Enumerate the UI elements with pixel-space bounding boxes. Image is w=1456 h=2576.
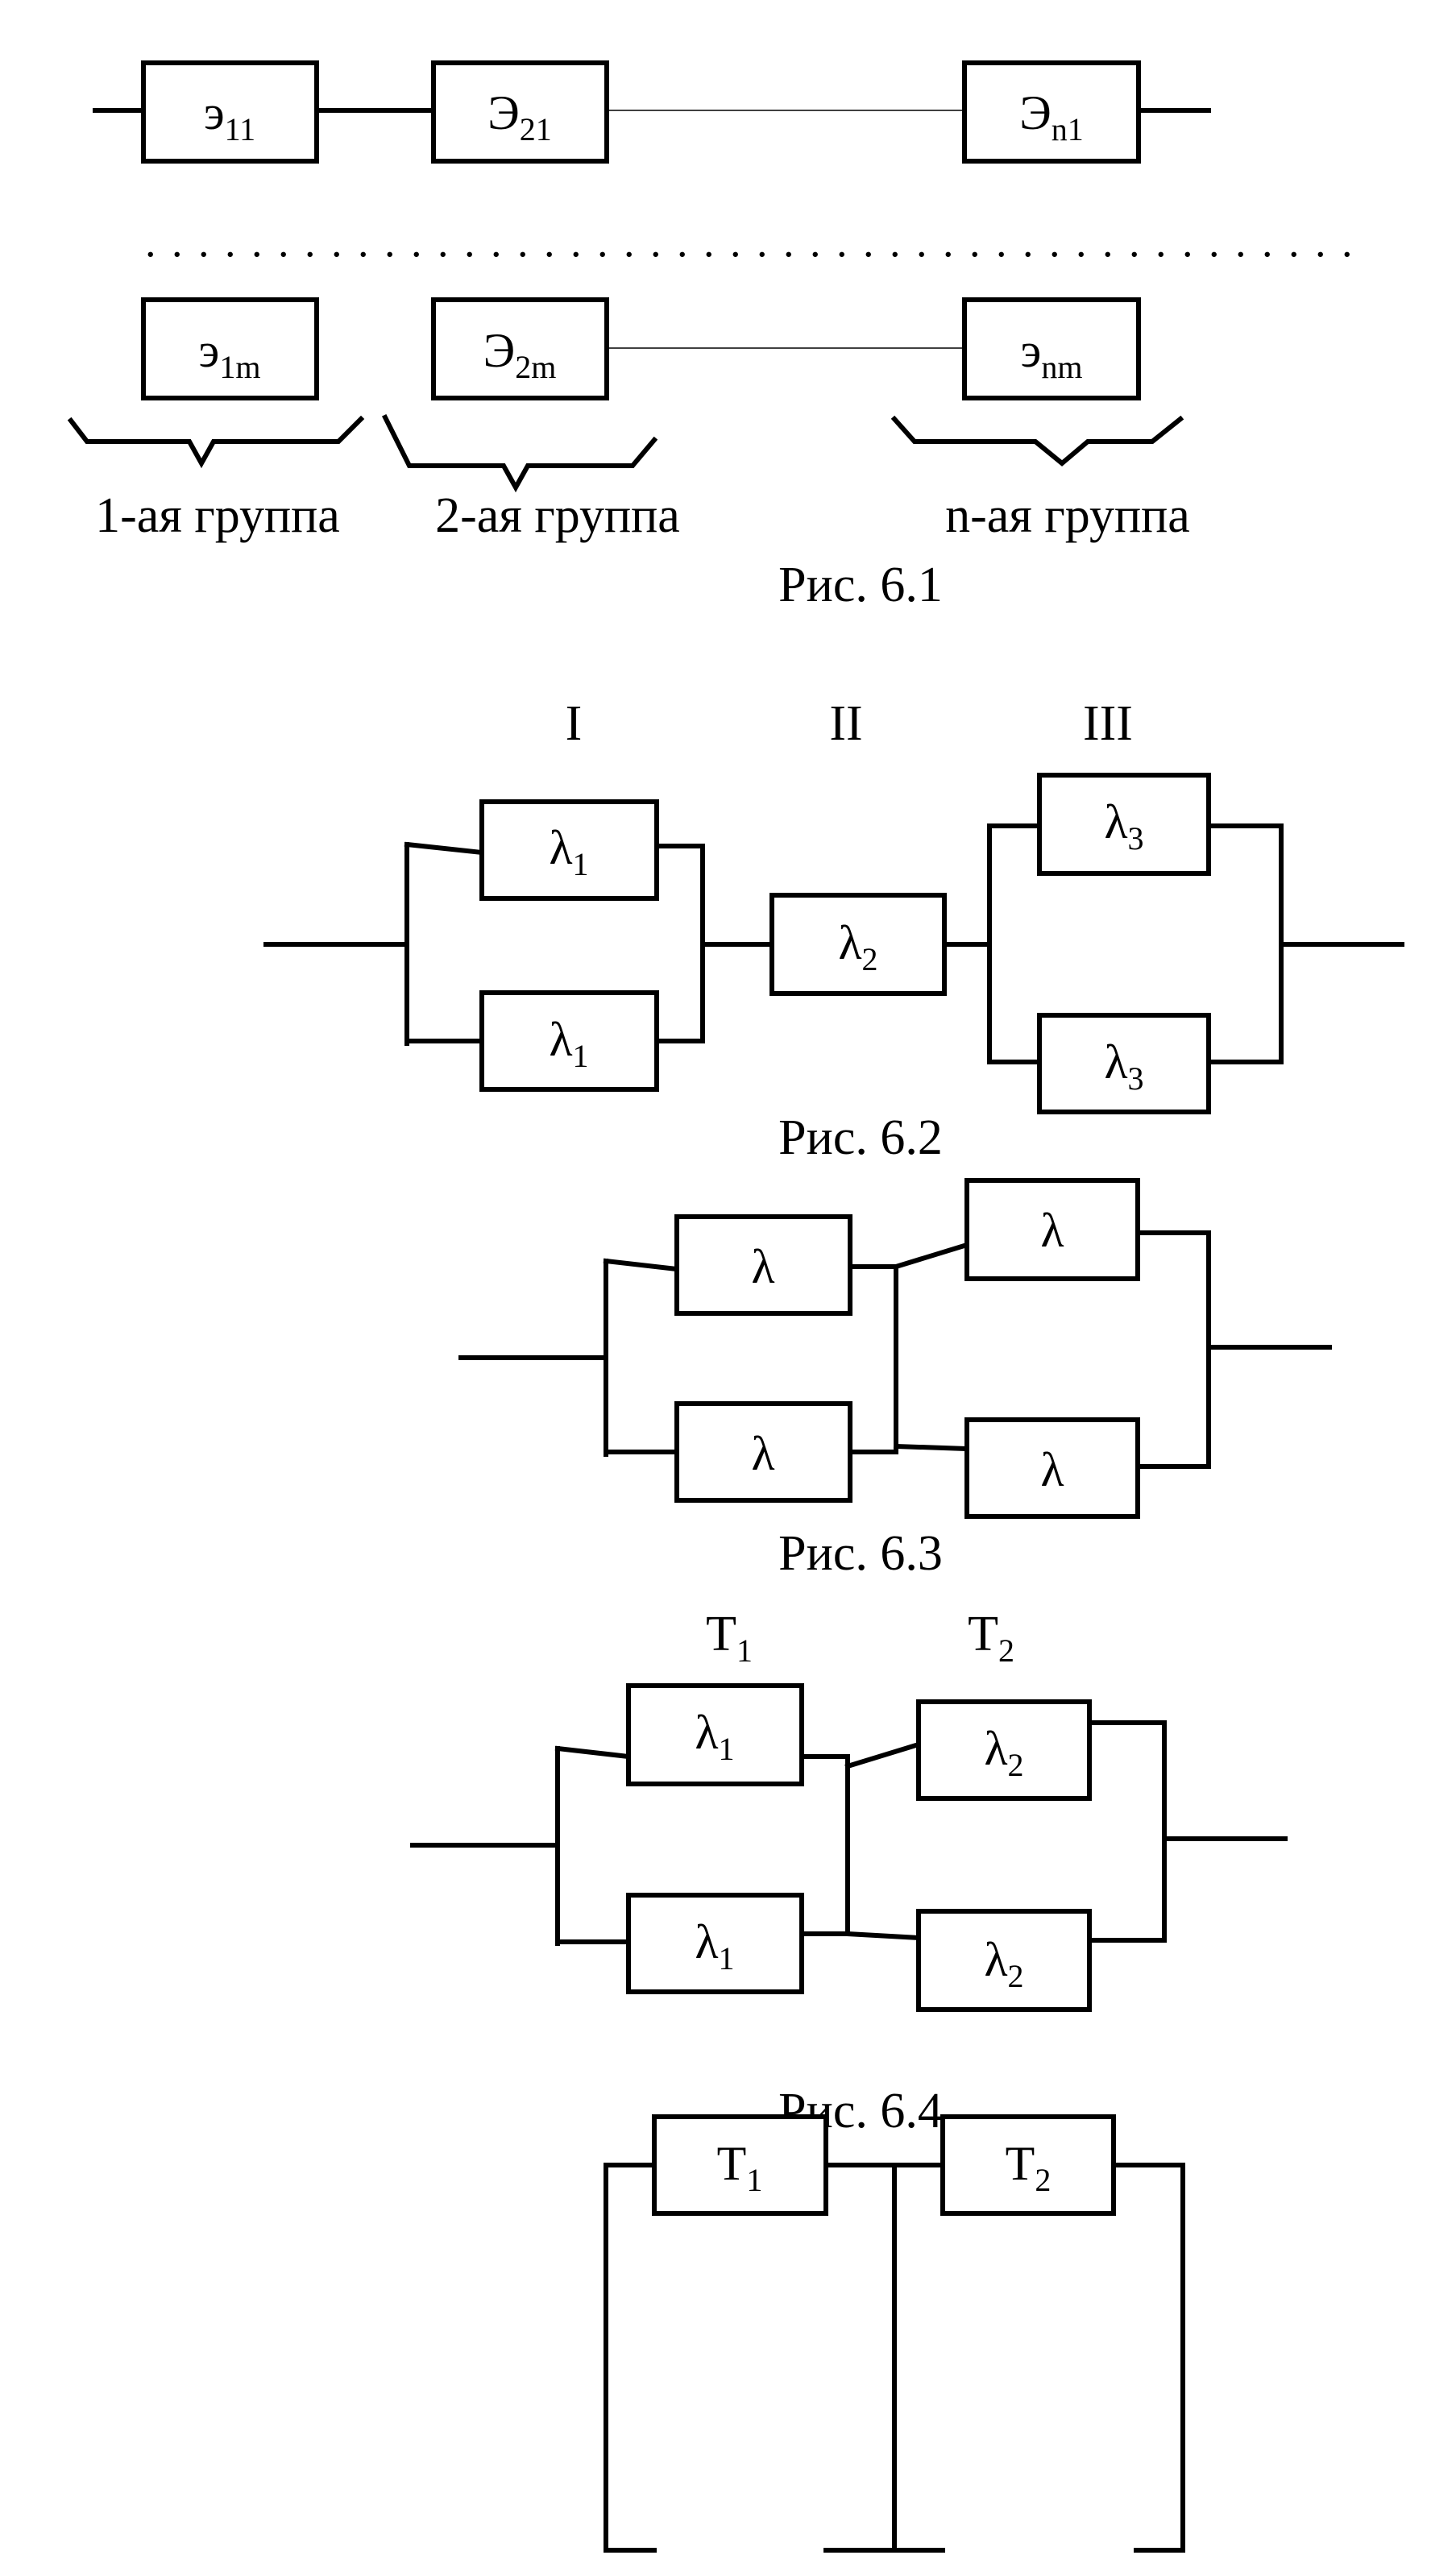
lambda-box-1 (674, 1214, 852, 1316)
lambda3-lower-label: λ3 (1104, 1035, 1143, 1097)
t2-box (940, 2114, 1116, 2216)
lambda-label-2: λ (751, 1427, 774, 1480)
element-box-21 (431, 60, 609, 164)
element-label-21: Э21 (487, 86, 552, 147)
element-box-n1 (962, 60, 1141, 164)
element-label-nm: эnm (1021, 324, 1083, 385)
figure-6-4: T1 T2 λ1 λ1 λ2 λ2 Рис. 6.4 (410, 1607, 1288, 2138)
element-label-2m: Э2m (483, 324, 557, 385)
t1-box (652, 2114, 828, 2216)
lambda3-upper-label: λ3 (1104, 795, 1143, 857)
t1-lambda1-lower-label: λ1 (695, 1915, 734, 1977)
t1-lambda1-lower-box (626, 1893, 804, 1994)
lambda2-label: λ2 (838, 916, 877, 977)
element-box-2m (431, 297, 609, 400)
t2-box-label: T2 (1006, 2137, 1052, 2198)
section-label-2: II (829, 696, 862, 751)
group-label-n: n-ая группа (945, 488, 1190, 543)
element-label-11: э11 (204, 86, 255, 147)
section-label-1: I (566, 696, 583, 751)
element-box-11 (141, 60, 319, 164)
lambda-label-1: λ (751, 1240, 774, 1293)
lambda-label-3: λ (1040, 1204, 1064, 1257)
group-brace-n (890, 415, 1184, 467)
section-label-t1: T1 (706, 1607, 753, 1669)
figure-caption-6-3: Рис. 6.3 (778, 1526, 943, 1581)
t1-box-label: T1 (717, 2137, 763, 2198)
t2-lambda2-upper-label: λ2 (984, 1722, 1023, 1783)
lambda1-upper-label: λ1 (549, 821, 588, 882)
lambda-label-4: λ (1040, 1443, 1064, 1496)
element-box-1m (141, 297, 319, 400)
group-label-1: 1-ая группа (95, 488, 340, 543)
figure-caption-6-1: Рис. 6.1 (778, 558, 943, 612)
group-brace-2 (381, 413, 658, 493)
element-label-n1: Эn1 (1019, 86, 1084, 147)
figure-6-3: λ λ λ λ Рис. 6.3 (458, 1178, 1332, 1581)
t2-lambda2-lower-box (916, 1909, 1092, 2012)
lambda3-upper-box (1037, 773, 1211, 876)
lambda-box-2 (674, 1401, 852, 1503)
t2-lambda2-lower-label: λ2 (984, 1933, 1023, 1994)
t1-lambda1-upper-box (626, 1683, 804, 1786)
element-box-nm (962, 297, 1141, 400)
lambda-box-4 (964, 1417, 1140, 1519)
group-brace-1 (67, 415, 365, 469)
element-label-1m: э1m (199, 324, 261, 385)
t2-lambda2-upper-box (916, 1699, 1092, 1801)
figure-t1-t2-structure: T1 T2 (604, 2114, 1185, 2553)
section-label-3: III (1083, 696, 1133, 751)
t1-lambda1-upper-label: λ1 (695, 1706, 734, 1767)
group-label-2: 2-ая группа (435, 488, 680, 543)
lambda1-lower-label: λ1 (549, 1013, 588, 1074)
section-label-t2: T2 (968, 1607, 1014, 1669)
figure-caption-6-2: Рис. 6.2 (778, 1110, 943, 1165)
figure-6-1: э11 Э21 Эn1 . . . . . . . . . . . . . . … (67, 60, 1355, 612)
lambda2-box (769, 893, 947, 996)
lambda1-upper-box (479, 799, 659, 901)
lambda3-lower-box (1037, 1013, 1211, 1114)
figure-6-2: I II III λ1 λ1 λ2 λ3 λ3 Рис. 6.2 (263, 696, 1404, 1165)
lambda-box-3 (964, 1178, 1140, 1281)
lambda1-lower-box (479, 990, 659, 1092)
ellipsis-row: . . . . . . . . . . . . . . . . . . . . … (145, 218, 1355, 266)
